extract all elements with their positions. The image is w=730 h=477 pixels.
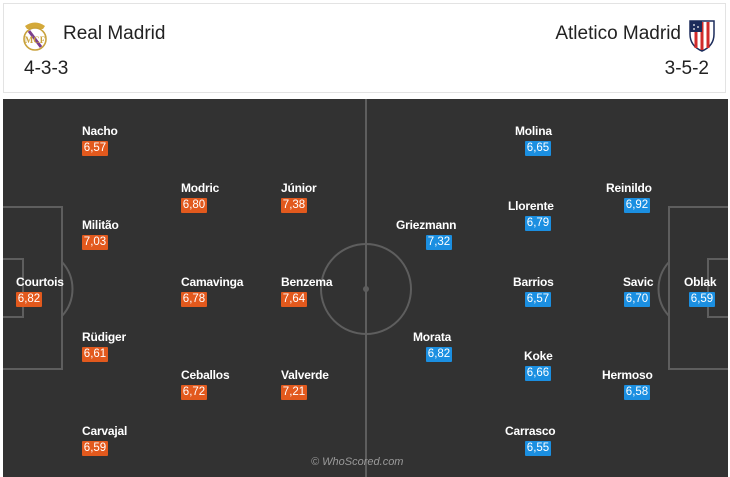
pitch-markings (3, 99, 728, 477)
player-name: Oblak (684, 275, 717, 289)
player-name: Carrasco (505, 424, 556, 438)
player-rating: 7,32 (426, 235, 452, 250)
player-rating: 7,03 (82, 235, 108, 250)
player-rating: 6,80 (181, 198, 207, 213)
player-rating: 6,59 (82, 441, 108, 456)
player-name: Militão (82, 218, 119, 232)
player-name: Camavinga (181, 275, 244, 289)
player-rating: 6,66 (525, 366, 551, 381)
player-rating: 7,21 (281, 385, 307, 400)
player-rating: 6,61 (82, 347, 108, 362)
player-name: Molina (515, 124, 552, 138)
svg-text:MCF: MCF (25, 35, 46, 45)
player-rating: 7,38 (281, 198, 307, 213)
player-name: Courtois (16, 275, 64, 289)
player-rating: 6,57 (82, 141, 108, 156)
player-rating: 6,70 (624, 292, 650, 307)
player-rating: 6,59 (689, 292, 715, 307)
player-name: Hermoso (602, 368, 653, 382)
home-team-name: Real Madrid (63, 23, 166, 44)
player-name: Morata (413, 330, 452, 344)
whoscored-watermark: © WhoScored.com (311, 456, 404, 468)
player-name: Llorente (508, 199, 554, 213)
player-rating: 6,65 (525, 141, 551, 156)
player-name: Reinildo (606, 181, 652, 195)
player-name: Carvajal (82, 424, 128, 438)
player-name: Savic (623, 275, 654, 289)
player-rating: 6,72 (181, 385, 207, 400)
home-formation: 4-3-3 (24, 58, 69, 79)
away-formation: 3-5-2 (664, 58, 709, 79)
player-rating: 7,64 (281, 292, 307, 307)
player-name: Valverde (281, 368, 329, 382)
player-name: Benzema (281, 275, 333, 289)
player-rating: 6,92 (624, 198, 650, 213)
player-name: Koke (524, 349, 553, 363)
player-rating: 6,78 (181, 292, 207, 307)
player-name: Modric (181, 181, 220, 195)
player-rating: 6,82 (16, 292, 42, 307)
real-madrid-crest-icon: MCF (23, 22, 47, 51)
player-rating: 6,79 (525, 216, 551, 231)
player-rating: 6,57 (525, 292, 551, 307)
player-rating: 6,58 (624, 385, 650, 400)
player-name: Barrios (513, 275, 554, 289)
player-name: Nacho (82, 124, 118, 138)
atletico-madrid-crest-icon (689, 20, 715, 52)
player-name: Júnior (281, 181, 317, 195)
player-rating: 6,82 (426, 347, 452, 362)
player-name: Rüdiger (82, 330, 126, 344)
away-team-name: Atletico Madrid (555, 23, 681, 44)
player-rating: 6,55 (525, 441, 551, 456)
player-name: Ceballos (181, 368, 230, 382)
player-name: Griezmann (396, 218, 457, 232)
pitch: Courtois 6,82 Nacho 6,57 Militão 7,03 Rü… (3, 99, 728, 477)
lineup-header: MCF Real Madrid 4-3-3 Atletico Madrid 3-… (3, 3, 726, 93)
